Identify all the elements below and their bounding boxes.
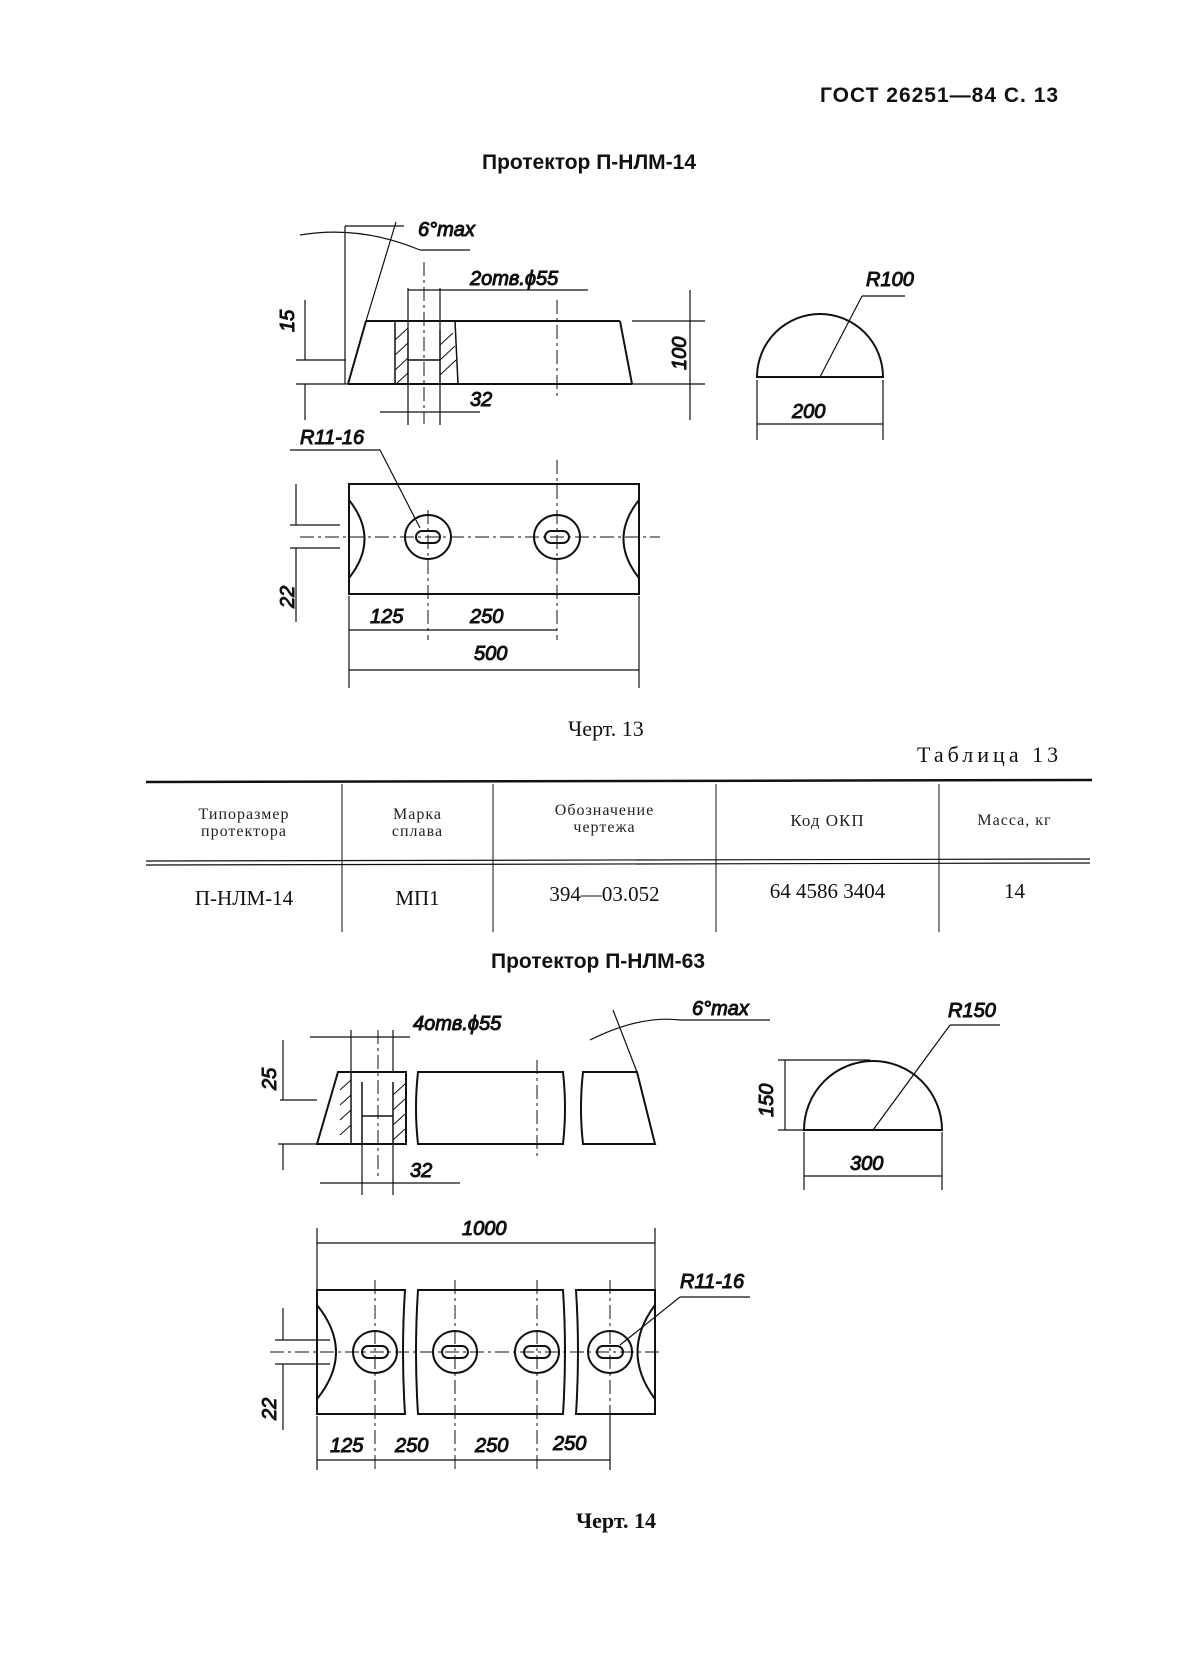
table13-header-alloy-l1: Марка <box>393 806 442 823</box>
table13-cell-alloy: МП1 <box>395 886 440 910</box>
dim-250a-14: 250 <box>394 1435 428 1457</box>
table13-header-drawing-l2: чертежа <box>573 819 636 836</box>
section1-title: Протектор П-НЛМ-14 <box>482 151 697 174</box>
drawing14-side-view <box>315 1071 657 1145</box>
dim-angle-13: 6°max <box>418 219 476 241</box>
dim-r100: R100 <box>866 269 914 291</box>
table13-header-alloy-l2: сплава <box>391 823 444 840</box>
dim-250b-14: 250 <box>474 1435 508 1457</box>
drawing13-section <box>755 313 885 378</box>
dim-125-13: 125 <box>370 606 404 628</box>
drawing13-caption: Черт. 13 <box>568 716 644 741</box>
dim-250c-14: 250 <box>552 1433 586 1455</box>
table13-header-drawing-l1: Обозначение <box>554 802 655 819</box>
dim-200: 200 <box>791 401 825 423</box>
dim-500-13: 500 <box>474 643 507 665</box>
drawing14-section <box>802 1060 944 1131</box>
table13-header-alloy: Марка сплава <box>342 806 493 840</box>
table13-header-okp: Код ОКП <box>716 812 939 829</box>
dim-r150: R150 <box>948 1000 996 1022</box>
dim-rslot-13: R11-16 <box>300 427 365 449</box>
table13-header-mass-l1: Масса, кг <box>977 812 1052 829</box>
table13-header-type: Типоразмер протектора <box>146 806 342 840</box>
table13-caption: Таблица 13 <box>917 742 1063 767</box>
table13-cell-type: П-НЛМ-14 <box>194 886 294 910</box>
dim-150: 150 <box>756 1084 778 1117</box>
dim-holes-14: 4отв.ϕ55 <box>413 1013 502 1035</box>
section2-title: Протектор П-НЛМ-63 <box>491 950 706 973</box>
dim-rslot-14: R11-16 <box>680 1271 745 1293</box>
dim-300: 300 <box>850 1153 883 1175</box>
dim-15-13: 15 <box>277 309 299 332</box>
table13-cell-drawing: 394—03.052 <box>549 882 660 906</box>
table13-header-type-l2: протектора <box>201 823 287 840</box>
standard-header: ГОСТ 26251—84 С. 13 <box>820 84 1060 107</box>
drawing14-caption: Черт. 14 <box>576 1508 657 1533</box>
table13-cell-okp: 64 4586 3404 <box>769 879 886 903</box>
dim-25-14: 25 <box>259 1067 281 1091</box>
table13-cell-mass: 14 <box>1004 879 1025 903</box>
table13-header-type-l1: Типоразмер <box>198 806 290 823</box>
table13-header-okp-l1: Код ОКП <box>790 811 865 830</box>
dim-125-14: 125 <box>330 1435 364 1457</box>
dim-100-13: 100 <box>669 337 691 370</box>
dim-holes-13: 2отв.ϕ55 <box>469 268 559 290</box>
dim-22-13: 22 <box>277 586 299 609</box>
dim-angle-14: 6°max <box>692 998 750 1020</box>
dim-250-13: 250 <box>469 606 503 628</box>
dim-32-14: 32 <box>410 1160 432 1182</box>
table13-header-drawing: Обозначение чертежа <box>493 802 716 836</box>
dim-22-14: 22 <box>259 1398 281 1421</box>
dim-32-13: 32 <box>470 389 492 411</box>
table13-header-mass: Масса, кг <box>939 812 1090 829</box>
dim-1000: 1000 <box>462 1218 507 1240</box>
